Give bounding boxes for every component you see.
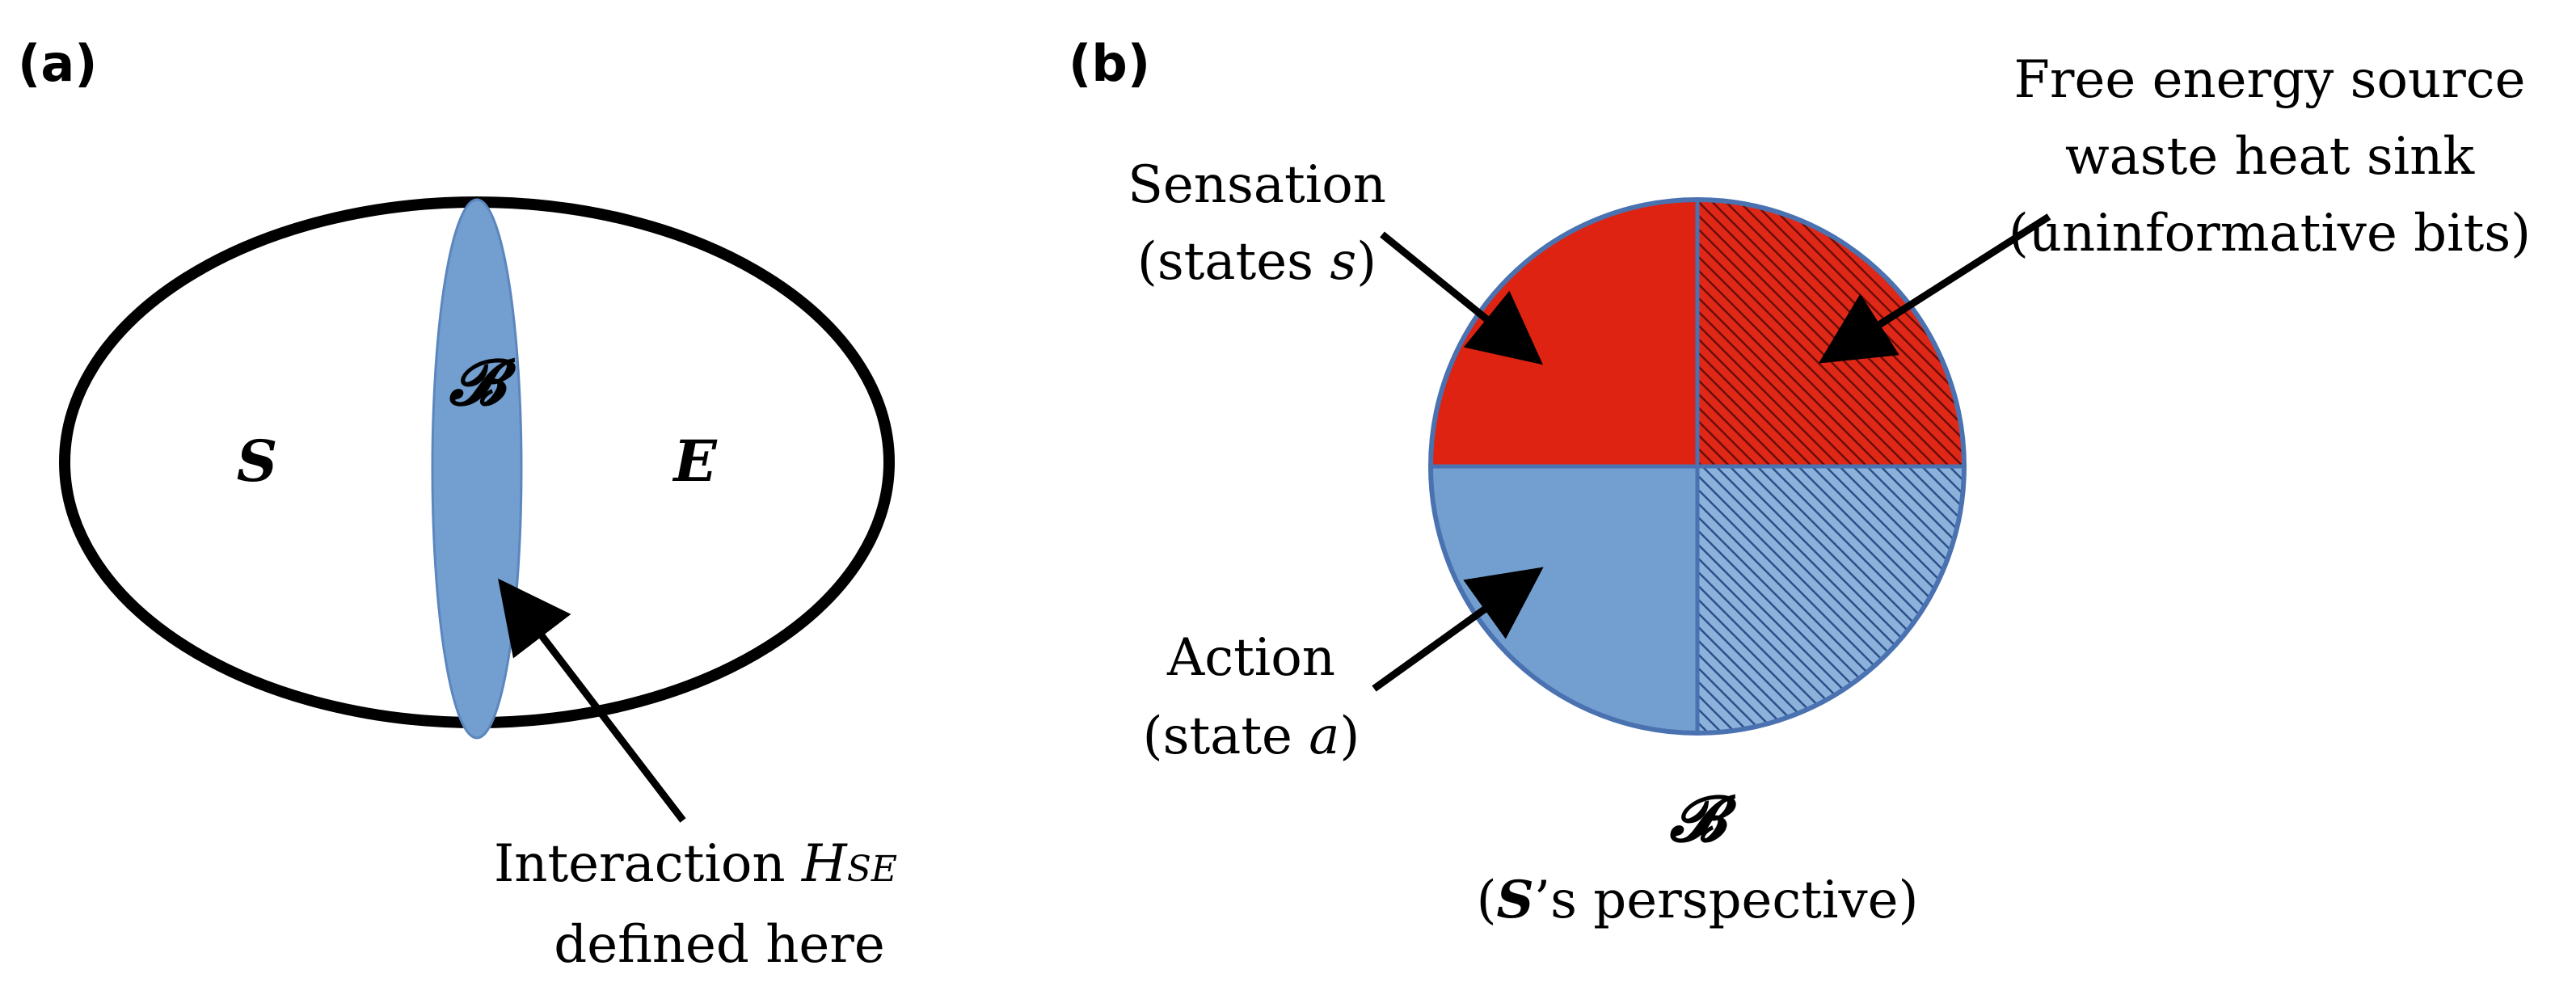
region-s-label: S <box>237 428 278 495</box>
action-prefix: (state <box>1143 706 1309 766</box>
action-arrow <box>1372 567 1544 692</box>
free-energy-blue-quadrant <box>1697 466 1964 733</box>
interaction-arrow <box>498 578 686 823</box>
boundary-pie <box>1428 197 1967 736</box>
sensation-prefix: (states <box>1137 232 1330 292</box>
interaction-label-line1: Interaction HSE <box>494 834 897 894</box>
region-e-label: E <box>672 428 718 495</box>
pie-outline <box>1428 197 1967 736</box>
sensation-label-line1: Sensation <box>1128 155 1386 215</box>
caption-suffix: ’s perspective) <box>1534 871 1919 930</box>
boundary-ellipse <box>431 198 523 740</box>
action-label-line2: (state a) <box>1143 706 1360 766</box>
free-energy-label-line3: (uninformative bits) <box>2009 204 2531 264</box>
caption-var: S <box>1497 870 1534 930</box>
free-energy-label-line2: waste heat sink <box>2065 127 2476 187</box>
sensation-label-line2: (states s) <box>1137 232 1377 292</box>
sensation-suffix: ) <box>1356 232 1377 292</box>
interaction-prefix: Interaction <box>494 834 802 894</box>
panel-b-label: (b) <box>1069 34 1150 93</box>
action-var: a <box>1309 706 1339 766</box>
interaction-label-line2: defined here <box>554 915 885 975</box>
pie-caption-symbol: 𝓑 <box>1669 782 1738 856</box>
action-label-line1: Action <box>1166 628 1335 688</box>
interaction-subscript: SE <box>847 849 897 890</box>
action-suffix: ) <box>1339 706 1360 766</box>
pie-caption: (S’s perspective) <box>1477 870 1919 930</box>
caption-prefix: ( <box>1477 871 1497 930</box>
action-quadrant <box>1431 466 1697 733</box>
sensation-arrow <box>1380 231 1543 365</box>
free-energy-label-line1: Free energy source <box>2013 50 2525 110</box>
sensation-quadrant <box>1431 200 1697 466</box>
panel-a-label: (a) <box>18 34 98 93</box>
free-energy-red-quadrant <box>1697 200 1964 466</box>
sensation-var: s <box>1330 232 1356 292</box>
interaction-symbol: H <box>801 834 848 894</box>
free-energy-arrow <box>1818 213 2051 364</box>
